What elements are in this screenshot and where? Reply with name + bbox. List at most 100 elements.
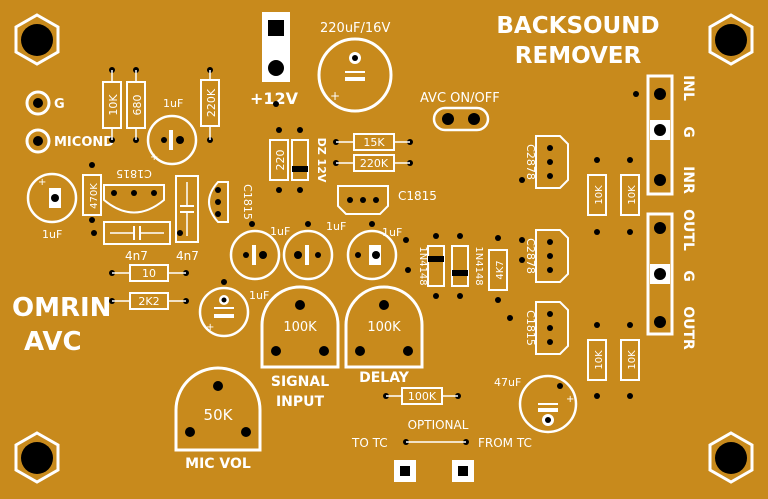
svg-text:470K: 470K (89, 183, 100, 209)
pad-micond-label: MICOND (54, 135, 114, 150)
mounting-hole-bl-icon (14, 431, 60, 484)
brand-line-2: AVC (24, 327, 82, 357)
svg-text:15K: 15K (363, 136, 385, 149)
transistor-c2878-a: C2878 (524, 135, 569, 189)
mounting-hole-br-icon (708, 431, 754, 484)
transistor-c1815-a: C1815 (103, 167, 165, 214)
svg-text:C2878: C2878 (524, 144, 537, 180)
pad-micond (25, 128, 51, 154)
cap-1uf-f-label: 1uF (249, 289, 269, 302)
svg-text:10K: 10K (107, 94, 120, 116)
zener-diode: DZ 12V (291, 127, 328, 193)
resistor-220: 220 (269, 127, 289, 193)
io-g1-label: G (680, 126, 696, 138)
mic-vol-label: MIC VOL (185, 456, 251, 472)
tc-pad-left (394, 460, 416, 482)
resistor-10k-e: 10K (620, 322, 640, 399)
svg-text:+: + (330, 89, 340, 103)
capacitor-1uf-b: + (26, 172, 78, 224)
output-header (646, 212, 674, 336)
cap-1uf-b-label: 1uF (42, 228, 62, 241)
power-capacitor: + (317, 37, 393, 113)
svg-text:10K: 10K (627, 350, 638, 370)
avc-switch-label: AVC ON/OFF (420, 91, 500, 106)
title-line-2: REMOVER (515, 43, 642, 69)
capacitor-1uf-d (282, 229, 334, 281)
svg-text:100K: 100K (408, 390, 437, 403)
capacitor-4n7-a (91, 221, 183, 245)
svg-text:C1815: C1815 (241, 184, 254, 220)
capacitor-1uf-f: + (198, 286, 250, 338)
svg-text:220K: 220K (205, 88, 218, 117)
delay-label: DELAY (359, 370, 410, 386)
power-label: +12V (250, 89, 299, 108)
svg-text:+: + (38, 177, 46, 188)
pad-g (25, 90, 51, 116)
resistor-4k7: 4K7 (488, 235, 508, 303)
resistor-220k-top: 220K (200, 67, 220, 143)
svg-text:C2878: C2878 (524, 238, 537, 274)
svg-text:10: 10 (142, 267, 156, 280)
svg-text:680: 680 (131, 95, 144, 116)
svg-text:220: 220 (274, 150, 287, 171)
title-line-1: BACKSOUND (496, 13, 659, 39)
svg-text:10K: 10K (594, 185, 605, 205)
svg-text:100K: 100K (283, 320, 317, 335)
transistor-c2878-b: C2878 (524, 229, 569, 283)
svg-text:10K: 10K (627, 185, 638, 205)
transistor-c1815-c (337, 185, 389, 215)
resistor-10k-c: 10K (620, 157, 640, 235)
transistor-c1815-d: C1815 (524, 301, 569, 355)
pot-delay: 100K (344, 285, 424, 369)
tc-pad-right (452, 460, 474, 482)
resistor-680: 680 (126, 67, 146, 143)
cap-1uf-c-label: 1uF (270, 225, 290, 238)
io-outr-label: OUTR (680, 306, 696, 350)
power-cap-label: 220uF/16V (320, 21, 390, 36)
from-tc-label: FROM TC (478, 436, 532, 450)
cap-47uf-label: 47uF (494, 376, 521, 389)
resistor-2k2: 2K2 (109, 292, 189, 310)
cap-1uf-e-label: 1uF (382, 226, 402, 239)
to-tc-label: TO TC (351, 436, 388, 450)
capacitor-1uf-e (346, 229, 398, 281)
optional-label: OPTIONAL (408, 418, 469, 432)
tc-jumper (403, 439, 469, 445)
resistor-10k-top: 10K (102, 67, 122, 143)
io-inr-label: INR (680, 166, 696, 194)
svg-text:+: + (566, 394, 574, 405)
diode-1n4148-a: 1N4148 (417, 233, 445, 299)
svg-text:DZ 12V: DZ 12V (315, 138, 328, 183)
io-g2-label: G (680, 270, 696, 282)
svg-text:1N4148: 1N4148 (417, 246, 428, 285)
avc-switch (432, 106, 490, 132)
resistor-10: 10 (109, 264, 189, 282)
cap-4n7-a-label: 4n7 (125, 249, 148, 263)
svg-text:220K: 220K (360, 157, 389, 170)
power-connector (262, 12, 290, 82)
pot-signal: 100K (260, 285, 340, 369)
io-outl-label: OUTL (680, 209, 696, 251)
svg-text:C1815: C1815 (524, 310, 537, 346)
cap-1uf-a-label: 1uF (163, 97, 183, 110)
io-inl-label: INL (680, 75, 696, 101)
resistor-10k-d: 10K (587, 322, 607, 399)
svg-text:100K: 100K (367, 320, 401, 335)
pot-mic-vol: 50K (174, 366, 262, 452)
resistor-10k-b: 10K (587, 157, 607, 235)
transistor-c1815-b: C1815 (208, 181, 254, 223)
svg-text:2K2: 2K2 (138, 295, 159, 308)
signal-input-line-2: INPUT (276, 394, 325, 410)
mounting-hole-tl-icon (14, 13, 60, 66)
capacitor-1uf-c (229, 229, 281, 281)
capacitor-47uf: + (518, 374, 578, 434)
signal-input-line-1: SIGNAL (271, 374, 329, 390)
capacitor-4n7-b (175, 175, 199, 243)
input-header (646, 74, 674, 196)
capacitor-1uf-a: + (146, 114, 198, 166)
cap-1uf-d-label: 1uF (326, 220, 346, 233)
svg-text:+: + (206, 322, 214, 333)
cap-4n7-b-label: 4n7 (176, 249, 199, 263)
diode-1n4148-b: 1N4148 (451, 233, 484, 299)
